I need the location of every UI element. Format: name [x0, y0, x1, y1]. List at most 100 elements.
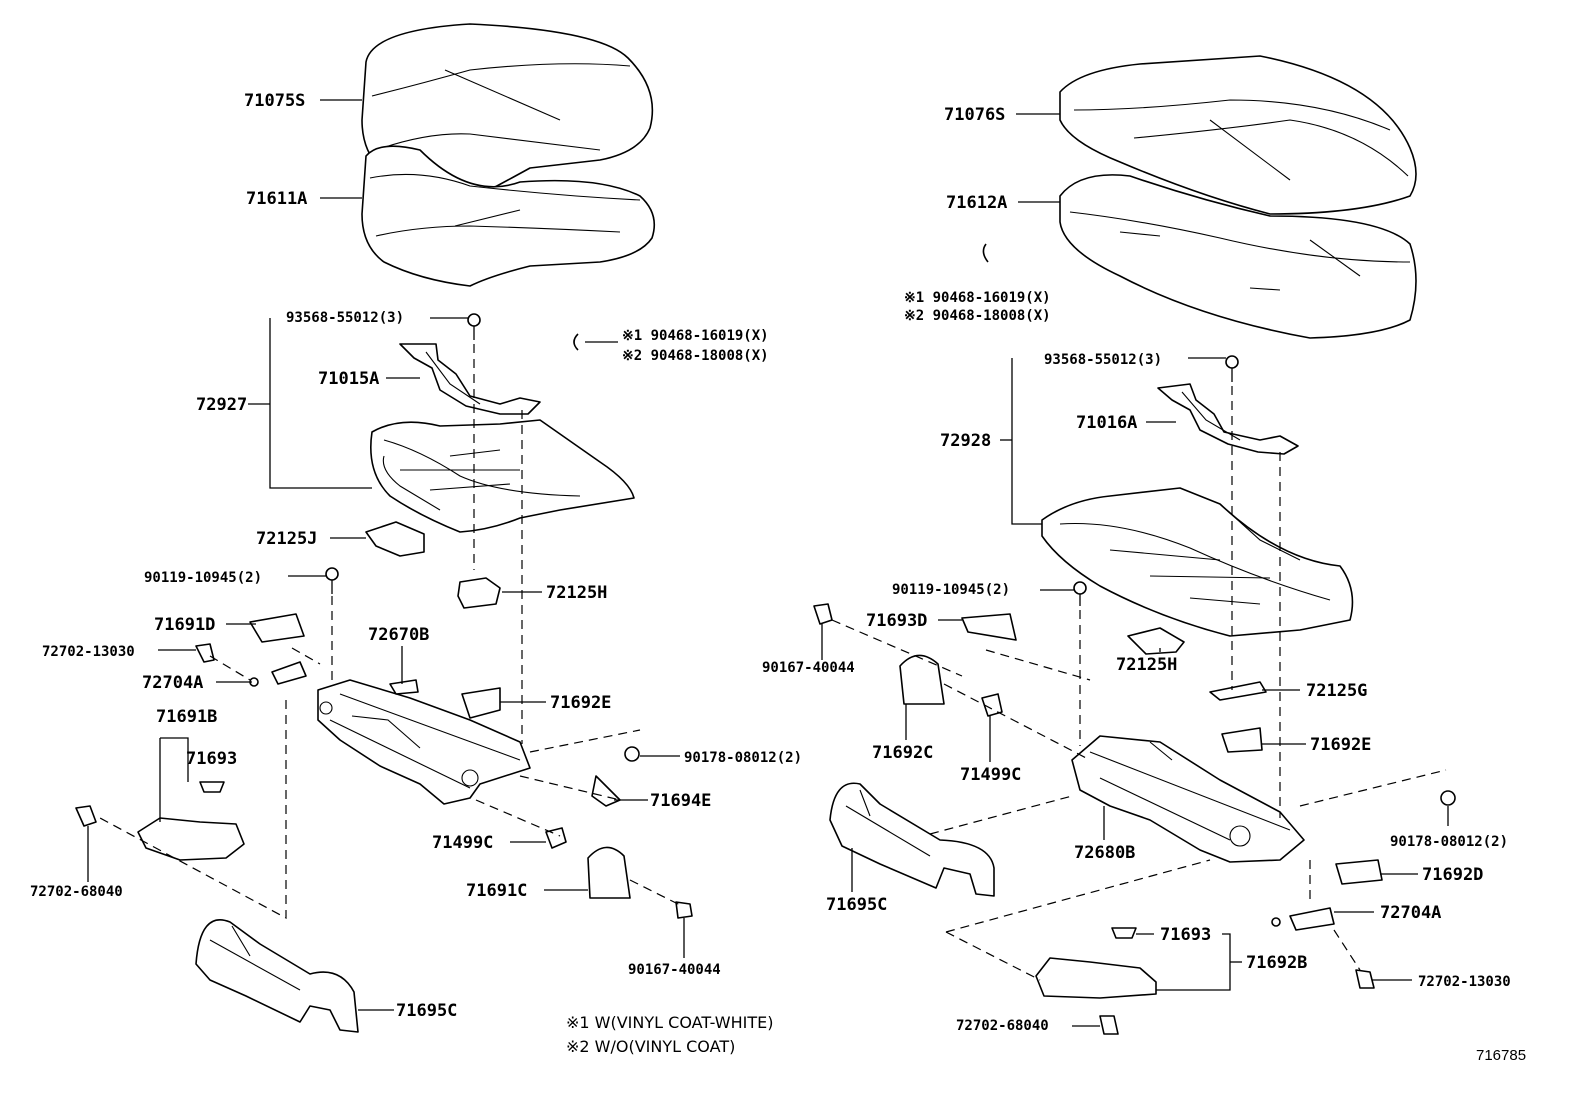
screw-72702-13030-left	[195, 643, 215, 663]
label-72928[interactable]: 72928	[940, 431, 991, 451]
label-72125H-left[interactable]: 72125H	[546, 583, 607, 603]
label-90167-40044-left[interactable]: 90167-40044	[628, 962, 721, 978]
label-90468-16019-right[interactable]: ※1 90468-16019(X)	[904, 290, 1051, 306]
label-90119-10945-left[interactable]: 90119-10945(2)	[144, 570, 262, 586]
note-without-vinyl-coat: ※2 W/O(VINYL COAT)	[566, 1037, 735, 1056]
cover-71691B	[137, 817, 245, 861]
seat-slide-frame-left	[317, 679, 531, 805]
label-71692B[interactable]: 71692B	[1246, 953, 1307, 973]
bolt-93568-right	[1225, 355, 1239, 382]
seat-pad-right	[1059, 174, 1417, 339]
label-71692E-left[interactable]: 71692E	[550, 693, 611, 713]
label-72702-68040-right[interactable]: 72702-68040	[956, 1018, 1049, 1034]
label-72702-68040-left[interactable]: 72702-68040	[30, 884, 123, 900]
label-72680B[interactable]: 72680B	[1074, 843, 1135, 863]
label-71691B[interactable]: 71691B	[156, 707, 217, 727]
label-71693D[interactable]: 71693D	[866, 611, 927, 631]
labels-left: 71075S 71611A 93568-55012(3) ※1 90468-16…	[30, 91, 802, 1021]
knob-71499C-left	[545, 827, 567, 849]
seat-frame-pan-left	[370, 419, 635, 533]
leg-cover-71695C-left	[195, 919, 359, 1033]
label-71016A[interactable]: 71016A	[1076, 413, 1137, 433]
bolt-93568-left	[467, 313, 481, 340]
clip-72125J	[365, 521, 425, 557]
dashed-lines-right	[831, 386, 1447, 981]
label-71693-right[interactable]: 71693	[1160, 925, 1211, 945]
leaders-left	[87, 99, 685, 1011]
label-71611A[interactable]: 71611A	[246, 189, 307, 209]
label-71693-right	[1111, 927, 1137, 939]
label-71694E[interactable]: 71694E	[650, 791, 711, 811]
label-72670B[interactable]: 72670B	[368, 625, 429, 645]
label-90468-16019-left[interactable]: ※1 90468-16019(X)	[622, 328, 769, 344]
bracket-71015A-left	[399, 343, 541, 415]
label-90178-08012-right[interactable]: 90178-08012(2)	[1390, 834, 1508, 850]
nut-90178-right	[1440, 790, 1456, 806]
clip-72125H-left	[457, 577, 501, 609]
pin-72704A-right	[1289, 907, 1335, 931]
left-seat-assembly	[75, 23, 693, 1033]
cover-71693D	[961, 613, 1017, 641]
cover-71692D	[1335, 859, 1383, 885]
label-71692D[interactable]: 71692D	[1422, 865, 1483, 885]
footnotes: ※1 W(VINYL COAT-WHITE) ※2 W/O(VINYL COAT…	[566, 1013, 773, 1056]
knob-71499C-right	[981, 693, 1003, 717]
leaders-right	[821, 113, 1449, 1027]
leg-cover-71695C-right	[829, 782, 995, 897]
cover-71692E-left	[461, 687, 501, 719]
label-72704A-left[interactable]: 72704A	[142, 673, 203, 693]
label-72702-13030-left[interactable]: 72702-13030	[42, 644, 135, 660]
label-71075S[interactable]: 71075S	[244, 91, 305, 111]
label-71499C-right[interactable]: 71499C	[960, 765, 1021, 785]
clip-72125G	[1209, 681, 1267, 701]
cover-71694E	[591, 775, 621, 807]
note-vinyl-coat-white: ※1 W(VINYL COAT-WHITE)	[566, 1013, 773, 1032]
label-71691C[interactable]: 71691C	[466, 881, 527, 901]
ring-90468-left	[573, 333, 579, 351]
label-71693-left	[199, 781, 225, 793]
seat-pad-left	[361, 145, 656, 287]
label-93568-55012-right[interactable]: 93568-55012(3)	[1044, 352, 1162, 368]
label-71693-left[interactable]: 71693	[186, 749, 237, 769]
label-72125J[interactable]: 72125J	[256, 529, 317, 549]
label-90468-18008-right[interactable]: ※2 90468-18008(X)	[904, 308, 1051, 324]
seat-frame-pan-right	[1041, 487, 1354, 637]
screw-72702-68040-right	[1099, 1015, 1119, 1035]
screw-90167-left	[675, 901, 693, 919]
label-72927[interactable]: 72927	[196, 395, 247, 415]
figure-number: 716785	[1476, 1047, 1526, 1064]
label-71076S[interactable]: 71076S	[944, 105, 1005, 125]
label-72125H-right[interactable]: 72125H	[1116, 655, 1177, 675]
label-71692E-right[interactable]: 71692E	[1310, 735, 1371, 755]
label-93568-55012-left[interactable]: 93568-55012(3)	[286, 310, 404, 326]
dashed-lines-left	[99, 344, 683, 920]
label-71695C-left[interactable]: 71695C	[396, 1001, 457, 1021]
label-90167-40044-right[interactable]: 90167-40044	[762, 660, 855, 676]
label-72702-13030-right[interactable]: 72702-13030	[1418, 974, 1511, 990]
label-71691D[interactable]: 71691D	[154, 615, 215, 635]
lever-72670B	[389, 679, 419, 695]
label-71612A[interactable]: 71612A	[946, 193, 1007, 213]
label-90119-10945-right[interactable]: 90119-10945(2)	[892, 582, 1010, 598]
bracket-71016A-right	[1157, 383, 1299, 455]
label-71015A[interactable]: 71015A	[318, 369, 379, 389]
screw-72702-68040-left	[75, 805, 97, 827]
pin-72704A-left	[271, 661, 307, 685]
label-72125G[interactable]: 72125G	[1306, 681, 1367, 701]
seat-cover-right	[1059, 55, 1417, 215]
screw-72702-13030-right	[1355, 969, 1375, 989]
label-90468-18008-left[interactable]: ※2 90468-18008(X)	[622, 348, 769, 364]
clip-72125H-right	[1127, 627, 1185, 655]
bolt-90119-left	[325, 567, 339, 594]
label-71695C-right[interactable]: 71695C	[826, 895, 887, 915]
label-71692C[interactable]: 71692C	[872, 743, 933, 763]
label-71499C-left[interactable]: 71499C	[432, 833, 493, 853]
screw-90167-right	[813, 603, 833, 625]
cover-71692C	[899, 654, 945, 705]
seat-slide-frame-right	[1071, 735, 1305, 863]
label-72704A-right[interactable]: 72704A	[1380, 903, 1441, 923]
cover-71692E-right	[1221, 727, 1263, 753]
label-90178-08012-left[interactable]: 90178-08012(2)	[684, 750, 802, 766]
ring-90468-right	[982, 243, 989, 263]
